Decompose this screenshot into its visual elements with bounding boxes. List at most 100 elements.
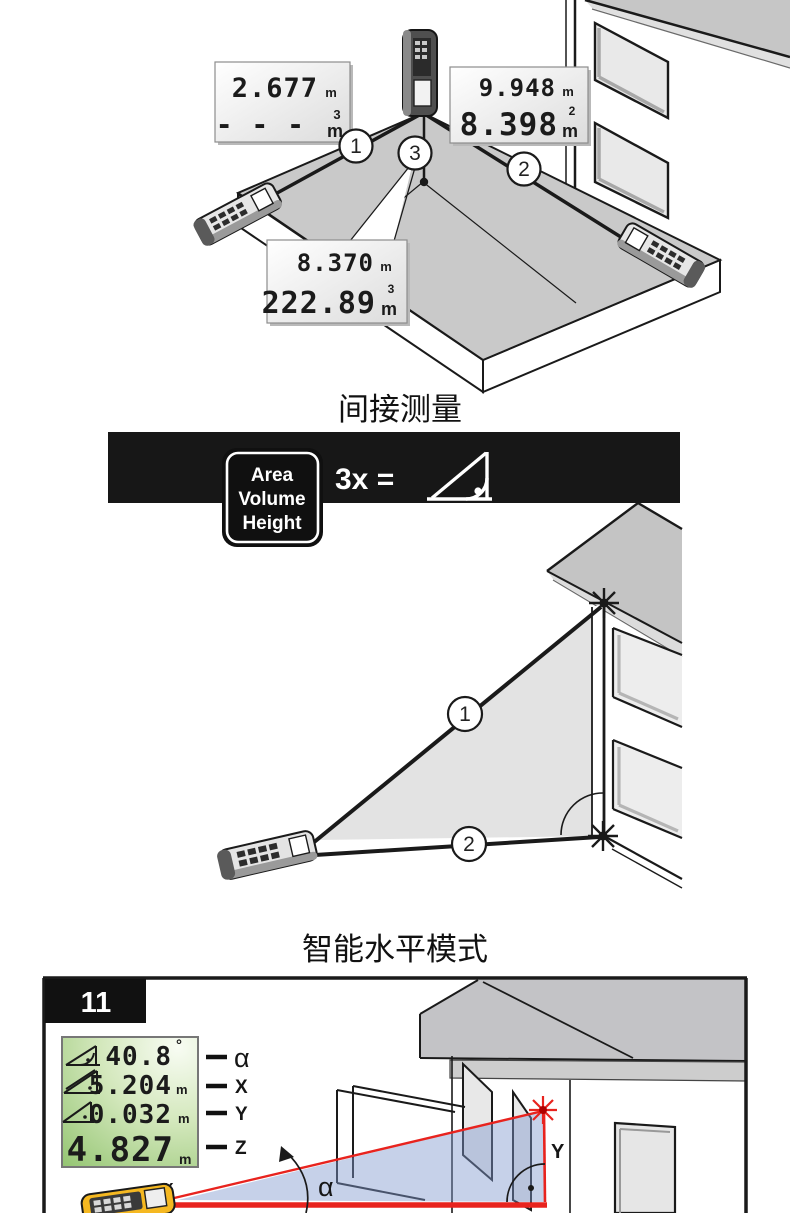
legend-y: Y bbox=[235, 1104, 248, 1125]
window-upper bbox=[611, 626, 683, 729]
parapet-wall bbox=[336, 1085, 466, 1201]
svg-text:1: 1 bbox=[459, 703, 471, 726]
figure-frame bbox=[42, 976, 748, 1213]
laser-meter-standing bbox=[402, 29, 438, 117]
legend-x: X bbox=[235, 1077, 248, 1098]
right-angle-dot-icon bbox=[528, 1185, 534, 1191]
unit-sup: 3 bbox=[388, 282, 395, 296]
key-label-volume: Volume bbox=[238, 489, 305, 510]
window-lower bbox=[611, 738, 683, 840]
window-lower bbox=[593, 120, 670, 220]
display-panel-left: 2.677 m - - - 3 m bbox=[214, 61, 353, 145]
unit: m bbox=[562, 84, 574, 99]
mode-banner: Area Volume Height 3x = bbox=[108, 432, 680, 547]
alpha-label: α bbox=[318, 1172, 334, 1202]
marker-3: 3 bbox=[397, 135, 433, 171]
window-upper bbox=[593, 20, 670, 120]
formula-text: 3x = bbox=[335, 463, 394, 496]
indirect-measurement-section: 间接测量 Area Volume Height 3x = bbox=[108, 392, 683, 889]
hypotenuse-icon bbox=[63, 1069, 100, 1094]
lcd-z-value: 4.827 bbox=[67, 1130, 174, 1170]
lcd-angle-unit: ° bbox=[176, 1037, 182, 1054]
unit: m bbox=[325, 85, 337, 100]
lcd-legend: α X Y Z bbox=[206, 1043, 250, 1159]
lcd-x-value: 5.204 bbox=[89, 1071, 172, 1101]
roof-fascia bbox=[449, 1059, 747, 1082]
unit: m bbox=[562, 121, 578, 141]
value-volume: - - - bbox=[216, 108, 305, 141]
wall-base-edge bbox=[603, 835, 683, 880]
display-panel-bottom: 8.370 m 222.89 3 m bbox=[262, 239, 410, 326]
smart-horizontal-section: 智能水平模式 bbox=[42, 932, 748, 1213]
laser-meter-yellow bbox=[80, 1182, 176, 1213]
height-icon bbox=[62, 1101, 94, 1123]
floor-point-icon bbox=[419, 177, 429, 187]
height-line-y bbox=[542, 1111, 547, 1203]
marker-1: 1 bbox=[338, 128, 374, 164]
floor-line-right bbox=[422, 181, 577, 304]
legend-alpha: α bbox=[234, 1043, 250, 1073]
wing-window-2 bbox=[512, 1088, 532, 1212]
lcd-display: 40.8 ° 5.204 m 0.032 m 4.827 m bbox=[61, 1036, 199, 1170]
angle-arc-icon bbox=[560, 792, 605, 836]
svg-text:2: 2 bbox=[463, 833, 475, 856]
target-building bbox=[546, 501, 683, 889]
volume-measurement-diagram: 2.677 m - - - 3 m 9.948 m 8.398 2 m 8.37… bbox=[193, 0, 790, 394]
roof bbox=[420, 980, 746, 1060]
unit-sup: 2 bbox=[569, 104, 576, 118]
svg-text:1: 1 bbox=[350, 135, 362, 158]
lcd-y-unit: m bbox=[178, 1111, 190, 1126]
laser-meter-right bbox=[617, 222, 706, 288]
wing-window-1 bbox=[462, 1061, 493, 1183]
wall-corner-strip bbox=[592, 604, 604, 838]
value-distance: 2.677 bbox=[232, 73, 318, 104]
area-volume-height-key: Area Volume Height bbox=[222, 448, 323, 547]
key-label-height: Height bbox=[242, 513, 302, 534]
section-heading: 间接测量 bbox=[338, 392, 462, 427]
key-label-area: Area bbox=[251, 465, 294, 486]
value-distance: 9.948 bbox=[479, 74, 556, 102]
unit: m bbox=[380, 259, 392, 274]
arrowhead-icon bbox=[279, 1146, 294, 1162]
unit: m bbox=[327, 121, 343, 141]
measurement-triangle-shade bbox=[178, 1111, 546, 1202]
house bbox=[419, 979, 747, 1213]
laser-meter-left bbox=[193, 182, 283, 246]
section-heading: 智能水平模式 bbox=[302, 932, 488, 967]
angle-icon bbox=[65, 1045, 100, 1067]
device-display bbox=[288, 834, 311, 858]
figure-number: 11 bbox=[81, 987, 112, 1019]
display-panel-right: 9.948 m 8.398 2 m bbox=[449, 66, 591, 146]
laser-point-top-icon bbox=[589, 588, 619, 618]
value-volume: 222.89 bbox=[262, 286, 376, 321]
marker-2: 2 bbox=[450, 825, 488, 863]
svg-text:3: 3 bbox=[409, 142, 421, 165]
svg-text:2: 2 bbox=[518, 158, 530, 181]
laser-point-icon bbox=[529, 1096, 557, 1124]
unit: m bbox=[381, 299, 397, 319]
laser-meter bbox=[217, 830, 318, 880]
figure-number-box: 11 bbox=[45, 979, 146, 1023]
value-distance: 8.370 bbox=[297, 249, 374, 277]
device-display bbox=[143, 1187, 168, 1210]
roof bbox=[547, 503, 682, 643]
legend-z: Z bbox=[235, 1138, 247, 1159]
lcd-x-unit: m bbox=[176, 1082, 188, 1097]
callout-wedge bbox=[349, 161, 417, 242]
device-display bbox=[413, 79, 432, 107]
marker-2: 2 bbox=[506, 151, 542, 187]
lcd-y-value: 0.032 bbox=[89, 1100, 172, 1130]
lcd-angle-value: 40.8 bbox=[105, 1042, 172, 1072]
angle-triangle-icon bbox=[427, 451, 492, 501]
lcd-z-unit: m bbox=[179, 1151, 191, 1167]
y-label: Y bbox=[551, 1141, 565, 1163]
device-display bbox=[250, 187, 275, 212]
marker-1: 1 bbox=[446, 695, 484, 733]
laser-beam-line bbox=[169, 1109, 544, 1201]
device-display bbox=[624, 226, 649, 252]
value-area: 8.398 bbox=[460, 107, 558, 143]
right-angle-arc-icon bbox=[506, 1163, 546, 1203]
laser-point-bottom-icon bbox=[588, 821, 618, 851]
